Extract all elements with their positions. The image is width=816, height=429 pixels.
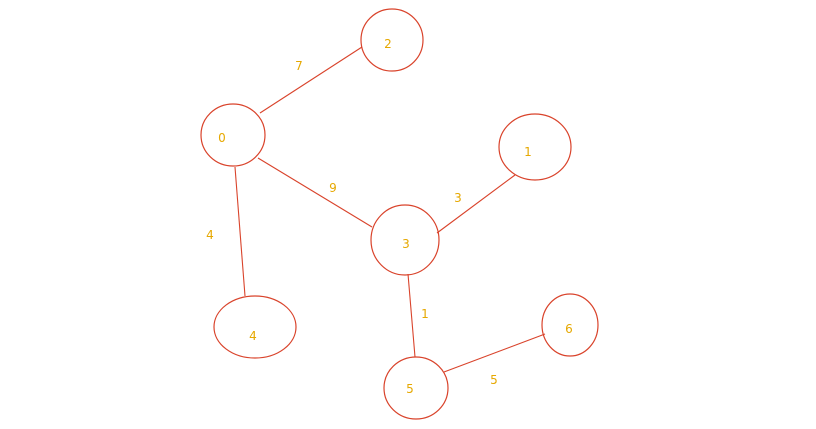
node-label-5: 5 (406, 382, 414, 396)
edge-0-4 (234, 166, 246, 297)
edge-5-6 (443, 333, 546, 373)
node-label-0: 0 (218, 131, 226, 145)
node-label-4: 4 (249, 329, 257, 343)
edge-weight-0-4: 4 (206, 228, 214, 242)
edge-weight-5-6: 5 (490, 373, 498, 387)
node-1 (498, 113, 572, 181)
node-label-6: 6 (565, 322, 573, 336)
node-label-2: 2 (384, 37, 392, 51)
nodes-layer: 0 1 2 3 4 5 6 (200, 8, 599, 420)
node-label-1: 1 (524, 145, 532, 159)
edge-weight-0-3: 9 (329, 181, 337, 195)
edge-3-5 (407, 273, 416, 358)
node-2 (360, 8, 424, 72)
edges-layer: 7 9 4 3 1 5 (206, 46, 546, 387)
edge-0-3 (257, 157, 373, 228)
node-3 (370, 204, 440, 276)
edge-3-1 (436, 174, 516, 234)
node-4 (213, 295, 297, 359)
node-6 (541, 293, 599, 357)
edge-weight-3-1: 3 (454, 191, 462, 205)
edge-weight-0-2: 7 (295, 59, 303, 73)
node-label-3: 3 (402, 237, 410, 251)
node-5 (383, 356, 449, 420)
node-0 (200, 103, 266, 167)
edge-weight-3-5: 1 (421, 307, 429, 321)
edge-0-2 (259, 46, 363, 114)
